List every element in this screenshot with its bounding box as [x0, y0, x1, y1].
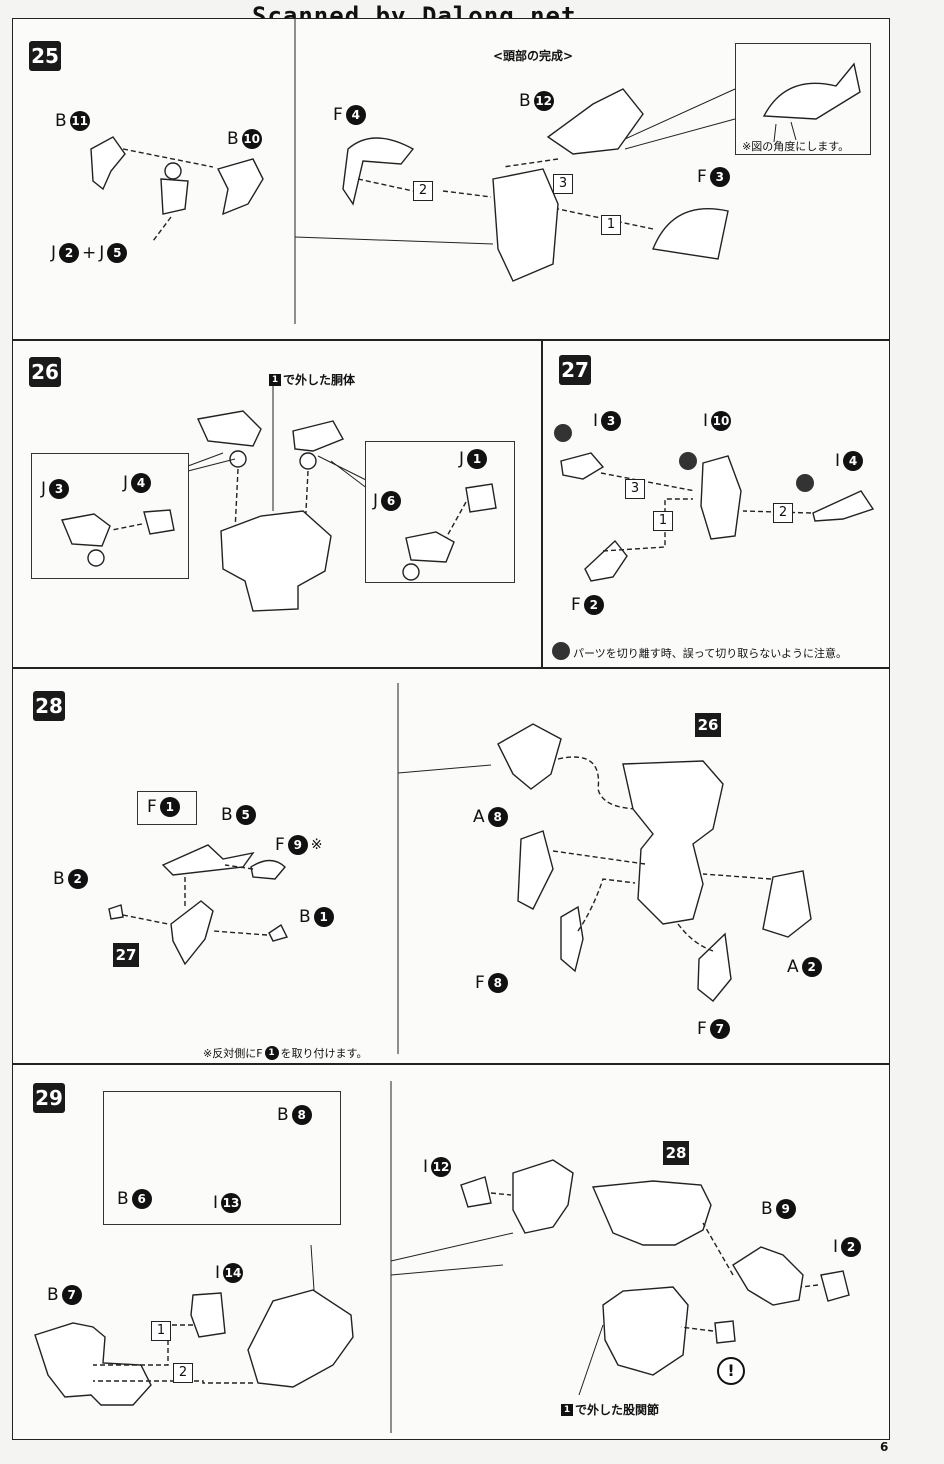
page-number: 6 — [880, 1440, 889, 1454]
order-marker-3: 3 — [553, 174, 573, 194]
step-number: 27 — [559, 355, 591, 385]
ref-step-28: 28 — [663, 1141, 689, 1165]
angle-inset-note: ※図の角度にします。 — [742, 140, 850, 153]
step-26-illustration — [187, 379, 369, 612]
angle-inset-box: ※図の角度にします。 — [735, 43, 871, 155]
order-marker-2: 2 — [173, 1363, 193, 1383]
inset-j3-j4-illustration — [61, 509, 175, 567]
inset-j3-j4 — [31, 453, 189, 579]
inset-j1-j6 — [365, 441, 515, 583]
order-marker-2: 2 — [773, 503, 793, 523]
step-28-illustration — [108, 683, 812, 1054]
step-number: 29 — [33, 1083, 65, 1113]
inset-j1-j6-illustration — [402, 483, 497, 581]
order-marker-2: 2 — [413, 181, 433, 201]
step-29-illustration — [34, 1081, 850, 1433]
caution-note: パーツを切り離す時、誤って切り取らないように注意。 — [573, 647, 848, 660]
warning-icon: ! — [717, 1357, 745, 1385]
order-marker-1: 1 — [601, 215, 621, 235]
step-27-illustration — [552, 424, 875, 660]
angle-inset-illustration — [762, 62, 861, 143]
step-subtitle: <頭部の完成> — [493, 49, 574, 63]
order-marker-1: 1 — [653, 511, 673, 531]
order-marker-1: 1 — [151, 1321, 171, 1341]
step-number: 28 — [33, 691, 65, 721]
step-number: 25 — [29, 41, 61, 71]
step-number: 26 — [29, 357, 61, 387]
order-marker-3: 3 — [625, 479, 645, 499]
step-25-illustration — [90, 19, 736, 324]
ref-step-27: 27 — [113, 943, 139, 967]
ref-step-26: 26 — [695, 713, 721, 737]
